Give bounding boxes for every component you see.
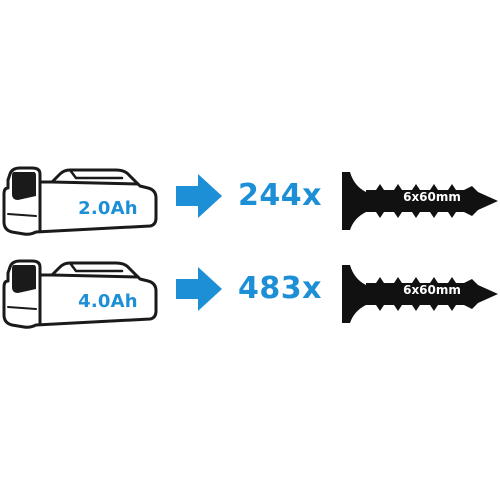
screw-count: 244x <box>238 178 322 213</box>
battery-pack-icon: 4.0Ah <box>0 253 160 333</box>
comparison-row-2ah: 2.0Ah 244x 6x60mm <box>0 160 500 250</box>
screw-size-label: 6x60mm <box>403 283 461 297</box>
battery-outline-graphic <box>2 166 158 236</box>
battery-capacity-label: 4.0Ah <box>78 291 138 312</box>
comparison-row-4ah: 4.0Ah 483x 6x60mm <box>0 253 500 343</box>
right-arrow-icon <box>176 172 224 220</box>
battery-outline-graphic <box>2 259 158 329</box>
screw-size-label: 6x60mm <box>403 190 461 204</box>
battery-pack-icon: 2.0Ah <box>0 160 160 240</box>
screw-count: 483x <box>238 271 322 306</box>
right-arrow-icon <box>176 265 224 313</box>
battery-capacity-label: 2.0Ah <box>78 198 138 219</box>
screw-icon: 6x60mm <box>340 168 500 232</box>
screw-icon: 6x60mm <box>340 261 500 325</box>
